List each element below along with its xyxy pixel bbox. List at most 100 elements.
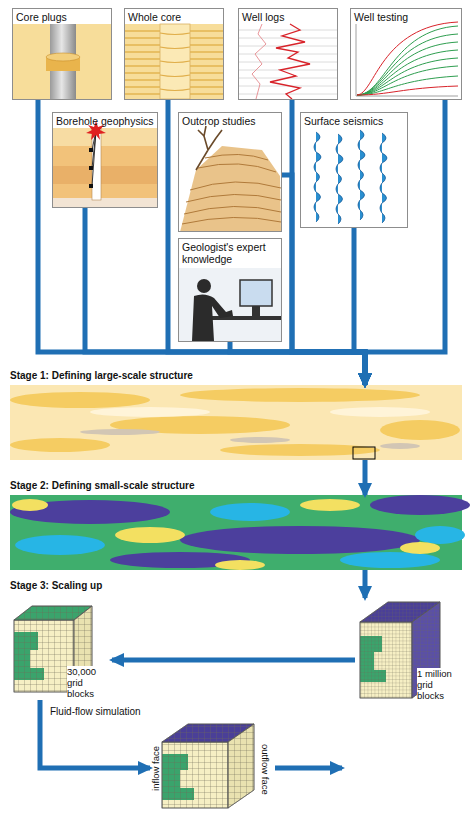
geologist-picture xyxy=(240,280,272,306)
flow-arrow xyxy=(365,100,445,385)
data-panel: Geologist's expert knowledge xyxy=(178,238,282,342)
well-test-picture xyxy=(357,58,458,95)
structure-band: Stage 1: Defining large-scale structure xyxy=(10,385,462,460)
borehole-picture xyxy=(89,166,93,170)
fine-grid-cube xyxy=(360,622,412,698)
outcrop-picture xyxy=(196,126,222,170)
large-scale-structure xyxy=(80,429,160,435)
well-log-picture xyxy=(252,24,266,99)
edge-label: Fluid-flow simulation xyxy=(50,706,141,718)
borehole-picture xyxy=(89,148,93,152)
small-scale-structure xyxy=(300,499,360,511)
geologist-picture xyxy=(179,268,281,341)
stage-heading: Stage 2: Defining small-scale structure xyxy=(10,480,195,492)
large-scale-structure xyxy=(10,385,462,460)
core-plug-picture xyxy=(13,24,111,99)
borehole-picture xyxy=(89,184,93,188)
data-panel: Core plugs xyxy=(12,8,112,100)
stage-heading: Stage 1: Defining large-scale structure xyxy=(10,370,193,382)
large-scale-structure xyxy=(10,385,462,460)
cube-caption: 30,000 grid blocks xyxy=(67,666,111,699)
flow-arrow xyxy=(85,208,365,385)
large-scale-structure xyxy=(380,420,460,440)
flow-arrow xyxy=(363,570,368,598)
well-test-picture xyxy=(357,50,458,95)
large-scale-structure xyxy=(230,437,290,443)
well-test-picture xyxy=(356,24,458,96)
outcrop-picture xyxy=(180,146,281,232)
data-panel: Surface seismics xyxy=(300,112,408,228)
large-scale-structure xyxy=(180,388,420,402)
data-panel: Well testing xyxy=(350,8,462,100)
large-scale-structure xyxy=(220,444,380,456)
data-panel: Well logs xyxy=(238,8,338,100)
borehole-picture xyxy=(53,128,157,146)
outcrop-picture xyxy=(180,126,281,232)
borehole-picture xyxy=(53,146,157,166)
flow-arrow xyxy=(292,100,365,385)
seismic-picture xyxy=(314,132,321,222)
outflow-arrow xyxy=(275,766,342,771)
panel-title: Outcrop studies xyxy=(182,115,278,127)
simulation-cube-picture xyxy=(228,724,254,808)
large-scale-structure xyxy=(330,407,430,417)
small-scale-structure xyxy=(415,526,465,544)
core-plug-picture xyxy=(13,24,111,99)
small-scale-structure xyxy=(215,560,265,570)
flow-arrow xyxy=(354,228,365,385)
simulation-cube-picture xyxy=(162,724,254,808)
structure-band: Stage 2: Defining small-scale structure xyxy=(10,495,462,570)
borehole-picture xyxy=(53,184,157,198)
large-scale-structure xyxy=(10,438,110,452)
geologist-picture xyxy=(197,279,211,293)
small-scale-structure xyxy=(180,526,420,554)
flow-arrow xyxy=(168,100,365,385)
small-scale-structure xyxy=(400,542,440,554)
core-plug-picture xyxy=(46,53,80,61)
small-scale-structure xyxy=(210,503,290,521)
coarse-grid-cube xyxy=(14,620,74,692)
grid-cube: 30,000 grid blocks xyxy=(10,600,112,700)
stage-heading: Stage 3: Scaling up xyxy=(10,580,102,592)
large-scale-structure xyxy=(380,443,420,449)
geologist-picture xyxy=(192,294,233,341)
panel-title: Borehole geophysics xyxy=(56,115,154,127)
panel-title: Geologist's expert knowledge xyxy=(182,241,278,265)
small-scale-structure xyxy=(115,527,185,543)
simulation-cube: inflow faceoutflow face xyxy=(150,722,272,812)
whole-core-picture xyxy=(125,24,223,99)
grid-cube: 1 million grid blocks xyxy=(355,598,462,702)
small-scale-structure xyxy=(370,495,470,515)
simulation-cube-picture xyxy=(162,742,228,808)
borehole-picture xyxy=(53,198,157,207)
borehole-picture xyxy=(53,121,157,207)
simulation-cube-picture xyxy=(228,724,254,808)
well-log-picture xyxy=(239,24,337,99)
large-scale-structure xyxy=(353,447,375,459)
small-scale-structure xyxy=(15,535,105,555)
well-log-picture xyxy=(239,30,337,94)
borehole-picture xyxy=(53,166,157,184)
well-test-picture xyxy=(357,86,458,95)
geologist-picture xyxy=(179,268,281,341)
well-test-picture xyxy=(357,26,458,95)
flow-arrow xyxy=(230,342,365,385)
small-scale-structure xyxy=(340,552,440,568)
flow-arrow xyxy=(282,175,365,385)
face-label: inflow face xyxy=(150,746,162,791)
seismic-picture xyxy=(358,130,365,220)
geologist-picture xyxy=(252,306,260,316)
seismic-picture xyxy=(380,133,387,223)
panel-title: Whole core xyxy=(128,11,220,23)
seismic-picture xyxy=(314,130,387,224)
whole-core-picture xyxy=(160,33,190,91)
panel-title: Well logs xyxy=(242,11,334,23)
small-scale-structure xyxy=(12,499,48,511)
well-test-picture xyxy=(357,42,458,95)
borehole-picture xyxy=(92,131,96,186)
cube-caption: 1 million grid blocks xyxy=(417,668,461,701)
whole-core-picture xyxy=(125,24,223,99)
small-scale-structure xyxy=(10,500,170,524)
seismic-picture xyxy=(336,134,343,224)
